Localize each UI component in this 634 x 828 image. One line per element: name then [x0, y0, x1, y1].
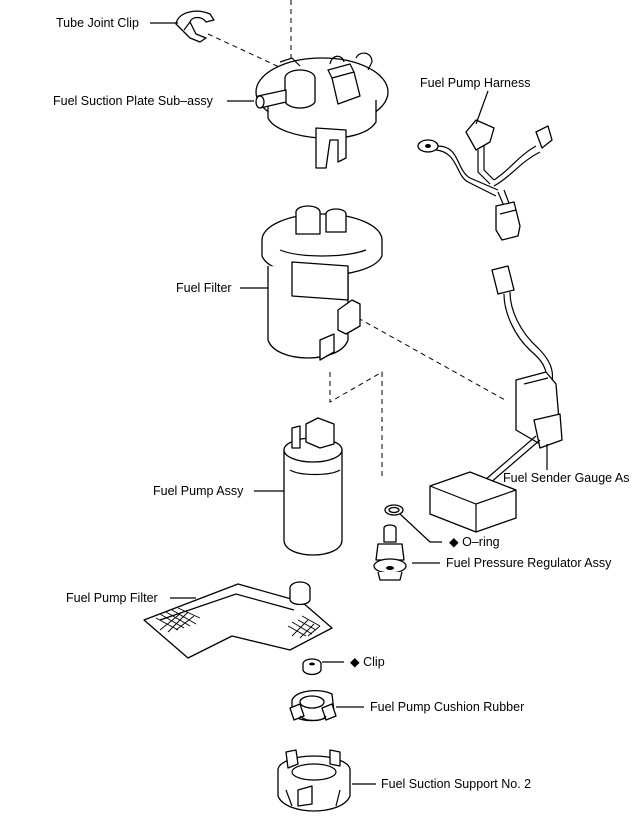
label-fuel-pressure-regulator: Fuel Pressure Regulator Assy: [446, 556, 612, 570]
label-fuel-pump-harness: Fuel Pump Harness: [420, 76, 531, 90]
label-fuel-suction-plate: Fuel Suction Plate Sub–assy: [53, 94, 213, 108]
label-clip: ◆ Clip: [350, 655, 385, 669]
fuel-suction-support-part: [277, 749, 351, 812]
label-fuel-pump-filter: Fuel Pump Filter: [66, 591, 158, 605]
fuel-pump-assy-part: [283, 417, 343, 556]
label-fuel-filter: Fuel Filter: [176, 281, 232, 295]
non-reusable-marker: ◆: [449, 535, 459, 549]
label-fuel-pump-assy: Fuel Pump Assy: [153, 484, 244, 498]
o-ring-part: [384, 504, 404, 516]
leader-lines: [150, 22, 548, 785]
label-fuel-suction-support: Fuel Suction Support No. 2: [381, 777, 532, 791]
label-fuel-sender-gauge: Fuel Sender Gauge As: [503, 471, 630, 485]
fuel-pressure-regulator-part: [373, 524, 407, 581]
label-tube-joint-clip: Tube Joint Clip: [56, 16, 139, 30]
fuel-filter-part: [261, 205, 383, 361]
label-o-ring: ◆ O–ring: [449, 535, 500, 549]
fuel-pump-harness-part: [417, 119, 553, 241]
fuel-pump-cushion-rubber-part: [289, 689, 337, 722]
assembly-guide-lines: [207, 0, 506, 478]
label-fuel-pump-cushion-rubber: Fuel Pump Cushion Rubber: [370, 700, 525, 714]
non-reusable-marker: ◆: [350, 655, 360, 669]
fuel-pump-filter-part: [143, 581, 333, 659]
tube-joint-clip-part: [175, 10, 215, 43]
fuel-suction-plate-part: [255, 52, 389, 169]
clip-part: [302, 658, 322, 676]
fuel-sender-gauge-part: [429, 265, 563, 533]
